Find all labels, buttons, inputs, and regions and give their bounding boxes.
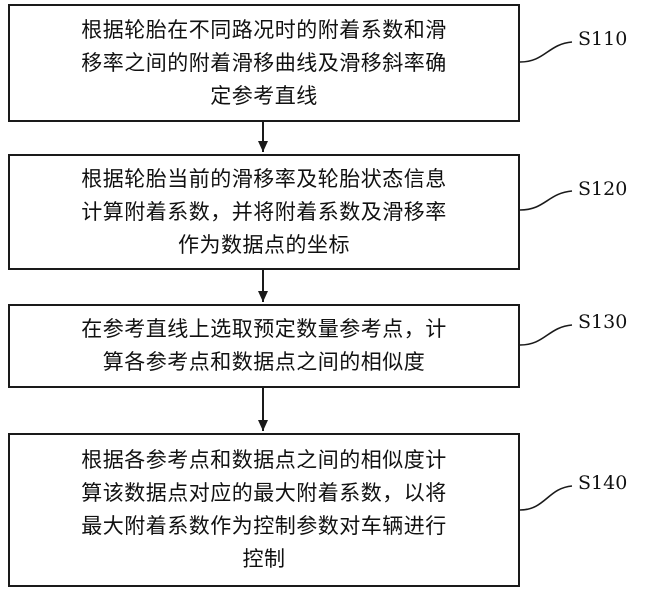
step-text-s130: 在参考直线上选取预定数量参考点，计 算各参考点和数据点之间的相似度: [10, 313, 518, 379]
step-text-s140: 根据各参考点和数据点之间的相似度计 算该数据点对应的最大附着系数，以将 最大附着…: [10, 444, 518, 576]
step-box-s140: 根据各参考点和数据点之间的相似度计 算该数据点对应的最大附着系数，以将 最大附着…: [8, 433, 520, 587]
step-text-s120: 根据轮胎当前的滑移率及轮胎状态信息 计算附着系数，并将附着系数及滑移率 作为数据…: [10, 163, 518, 262]
step-label-s140: S140: [578, 472, 627, 494]
leader-line-s110: [520, 42, 572, 62]
step-label-s130: S130: [578, 311, 627, 333]
step-box-s130: 在参考直线上选取预定数量参考点，计 算各参考点和数据点之间的相似度: [8, 304, 520, 388]
step-text-s110: 根据轮胎在不同路况时的附着系数和滑 移率之间的附着滑移曲线及滑移斜率确 定参考直…: [10, 14, 518, 113]
leader-line-s140: [520, 486, 572, 510]
leader-line-s120: [520, 191, 572, 210]
step-box-s110: 根据轮胎在不同路况时的附着系数和滑 移率之间的附着滑移曲线及滑移斜率确 定参考直…: [8, 4, 520, 122]
leader-line-s130: [520, 325, 572, 345]
step-label-s120: S120: [578, 178, 627, 200]
step-box-s120: 根据轮胎当前的滑移率及轮胎状态信息 计算附着系数，并将附着系数及滑移率 作为数据…: [8, 154, 520, 270]
step-label-s110: S110: [578, 28, 627, 50]
